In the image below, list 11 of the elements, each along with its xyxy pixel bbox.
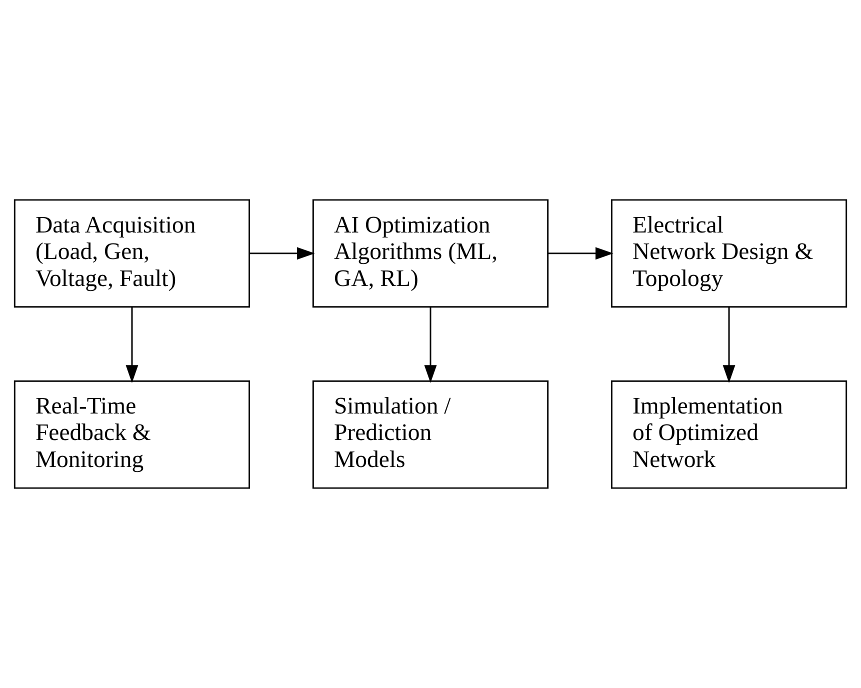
arrow — [126, 306, 138, 383]
node-box: Implementation of Optimized Network — [610, 380, 848, 489]
node-box: Simulation / Prediction Models — [312, 380, 549, 489]
node-box: Real-Time Feedback & Monitoring — [14, 380, 250, 489]
arrow — [722, 306, 736, 383]
node-box: AI Optimization Algorithms (ML, GA, RL) — [312, 199, 549, 308]
arrow — [250, 247, 315, 260]
arrow — [424, 306, 437, 383]
arrow — [548, 247, 614, 260]
node-box: Data Acquisition (Load, Gen, Voltage, Fault) — [14, 199, 250, 308]
node-box: Electrical Network Design & Topology — [610, 199, 848, 308]
